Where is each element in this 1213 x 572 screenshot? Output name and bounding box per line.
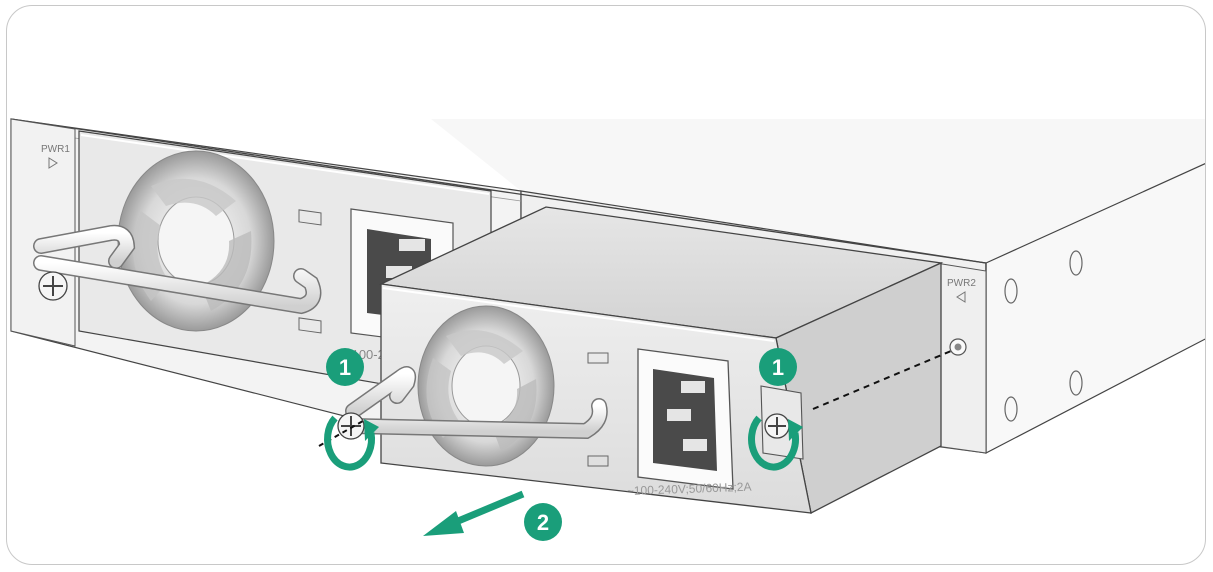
step-badge-1-right: 1 (759, 348, 797, 386)
handle (33, 224, 322, 315)
captive-screw-icon (38, 271, 68, 301)
fan-icon (417, 305, 555, 467)
step-badge-1-left: 1 (326, 348, 364, 386)
step-number: 1 (339, 355, 351, 380)
pwr2-label: PWR2 (947, 278, 976, 289)
step-badge-2: 2 (524, 503, 562, 541)
handle (345, 366, 608, 440)
step-number: 1 (772, 355, 784, 380)
rotate-arrow-icon (324, 415, 379, 471)
pull-arrow-icon (423, 490, 525, 536)
removed-power-supply: ~100-240V;50/60Hz;2A (337, 206, 944, 514)
rating-label: ~100-240V;50/60Hz;2A (627, 480, 752, 498)
pwr1-arrow-icon (48, 157, 58, 169)
pwr2-slot: PWR2 (947, 278, 976, 356)
ac-inlet-icon (637, 348, 734, 490)
psu-removal-diagram: PWR1 ~100-24 PWR2 (10, 118, 1205, 541)
pwr1-label: PWR1 (41, 144, 70, 155)
step-number: 2 (537, 510, 549, 535)
illustration-frame: PWR1 ~100-24 PWR2 (6, 5, 1206, 565)
alignment-line-right (812, 350, 952, 410)
rotate-arrow-icon (748, 415, 803, 471)
captive-screw-icon (764, 413, 790, 439)
pwr2-arrow-icon (956, 291, 966, 303)
screw-hole-icon (949, 338, 967, 356)
captive-screw-icon (337, 412, 365, 440)
